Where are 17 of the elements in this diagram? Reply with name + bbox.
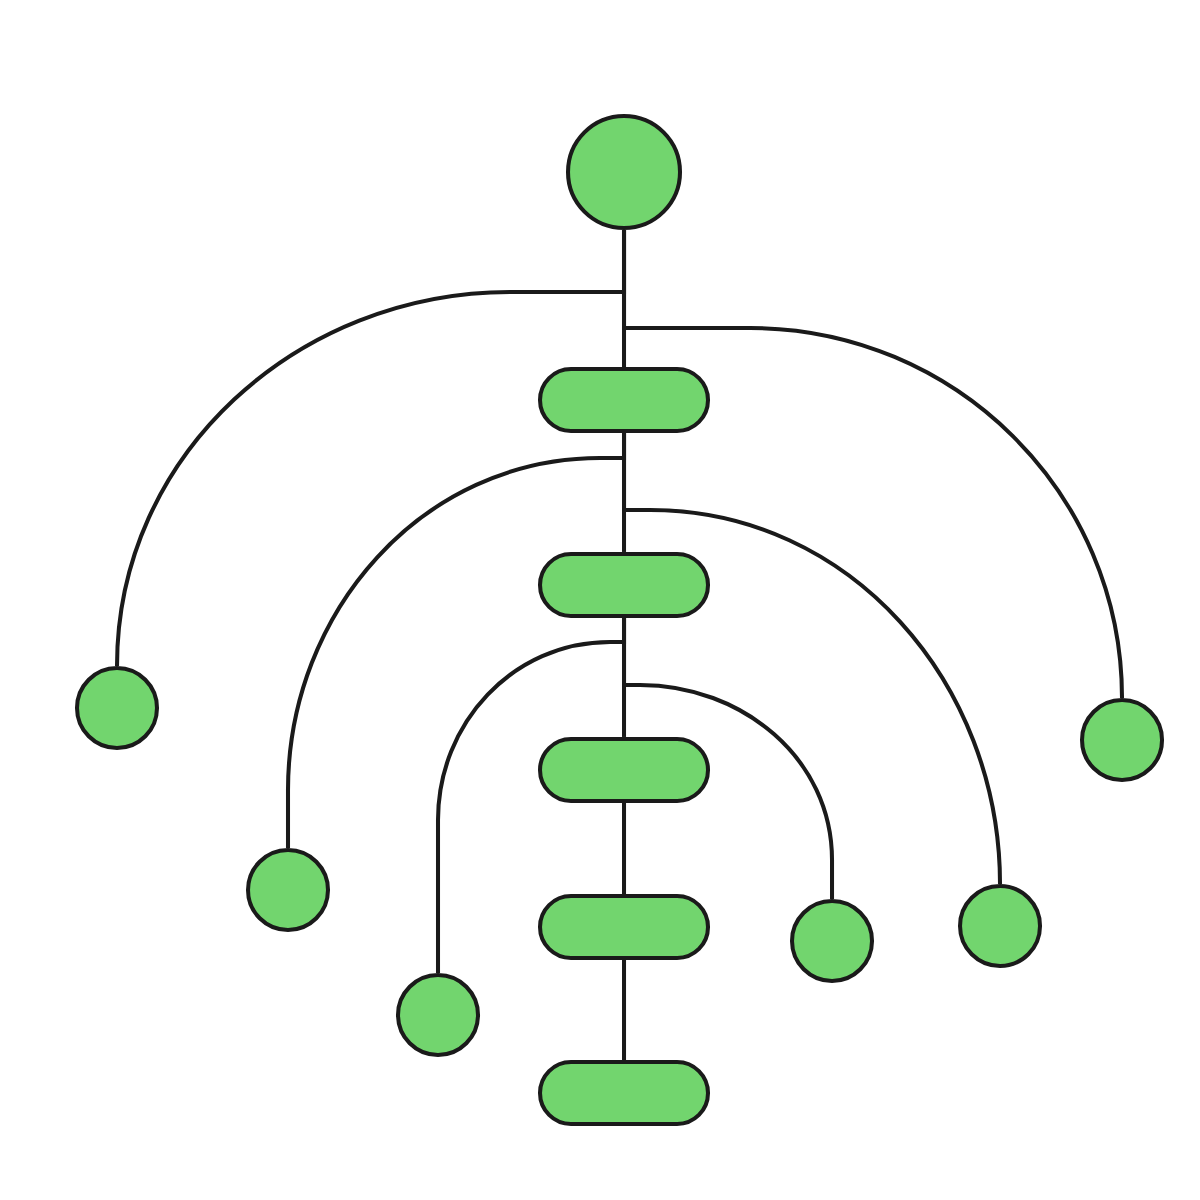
pill-box: [538, 551, 711, 618]
pill-box: [538, 893, 711, 960]
connector-line: [622, 960, 627, 1060]
circle-node: [396, 973, 481, 1057]
circle-node: [790, 899, 875, 983]
circle-node: [958, 884, 1043, 968]
pill-box: [538, 736, 711, 803]
connector-line: [622, 803, 627, 894]
connector-line: [622, 433, 1003, 885]
circle-node: [75, 665, 159, 750]
pill-box: [538, 366, 711, 433]
connector-line: [622, 618, 835, 899]
connector-line: [622, 230, 1125, 699]
pill-box: [538, 1060, 711, 1126]
circle-node: [1080, 697, 1165, 782]
circle-node: [566, 113, 683, 230]
circle-node: [246, 847, 330, 932]
